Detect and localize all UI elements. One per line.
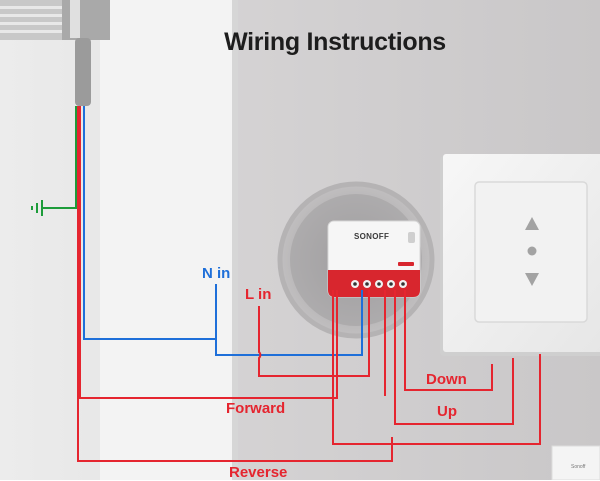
up-wire <box>394 290 514 425</box>
reverse-label: Reverse <box>229 464 288 481</box>
reverse-wire <box>77 106 393 462</box>
shutter-unit <box>0 0 110 40</box>
down-wire <box>404 290 493 391</box>
reverse-wire-upper <box>332 290 541 445</box>
down-label: Down <box>426 371 467 388</box>
neutral-wire-motor <box>83 106 216 340</box>
corner-card <box>551 445 600 480</box>
page-title: Wiring Instructions <box>224 28 446 56</box>
arrow-down-icon <box>525 273 539 286</box>
corner-mark: Sonoff <box>571 464 586 470</box>
cable-sleeve <box>75 38 91 106</box>
arrow-up-icon <box>525 217 539 230</box>
live-wire-in <box>258 290 370 377</box>
neutral-wire-in <box>215 284 363 356</box>
wall-switch <box>440 154 600 356</box>
forward-wire <box>79 106 338 399</box>
ground-wire <box>42 106 77 209</box>
center-dot-icon <box>527 246 537 256</box>
up-label: Up <box>437 403 457 420</box>
wall-column-edge <box>232 0 238 480</box>
relay-module <box>327 220 421 298</box>
wall-column <box>100 0 238 480</box>
ground-symbol-icon <box>31 200 43 216</box>
device-brand-label: SONOFF <box>354 232 390 241</box>
l-in-label: L in <box>245 286 272 303</box>
forward-label: Forward <box>226 400 286 417</box>
n-in-label: N in <box>202 265 231 282</box>
